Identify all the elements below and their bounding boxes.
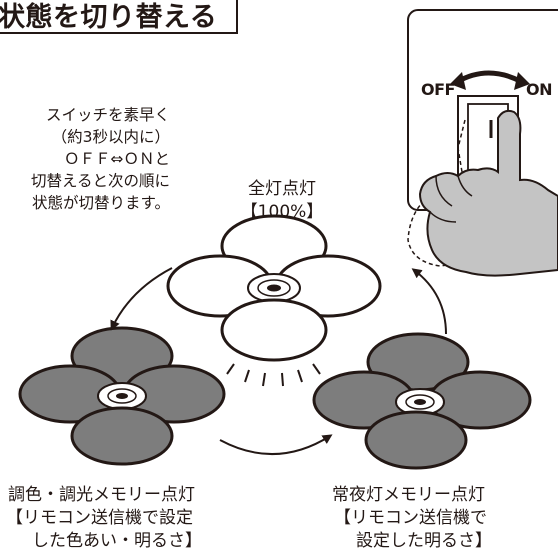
hand-motion-outline bbox=[407, 195, 558, 269]
arrow-night-to-full bbox=[411, 268, 447, 335]
state-name: 調色・調光メモリー点灯 bbox=[8, 485, 195, 505]
lamp-shade-dim bbox=[70, 406, 174, 466]
toggle-arrow-right-head bbox=[514, 72, 530, 90]
knuckle-line-1 bbox=[457, 175, 473, 197]
light-rays bbox=[226, 363, 321, 387]
label-memory-light: 調色・調光メモリー点灯 【リモコン送信機で設定 した色あい・明るさ】 bbox=[6, 484, 266, 553]
arrow-memory-to-night bbox=[219, 434, 333, 455]
fixture-night-light bbox=[312, 332, 532, 470]
switch-on-label: ON bbox=[526, 80, 553, 99]
instruction-line: ＯＦＦ⇔ＯＮと bbox=[64, 150, 170, 168]
finger-motion-outline bbox=[457, 119, 466, 173]
state-name: 常夜灯メモリー点灯 bbox=[332, 485, 485, 505]
state-detail: 【100%】 bbox=[240, 202, 324, 222]
fixture-hub-ring bbox=[107, 388, 137, 404]
instruction-line: 切替えると次の順に bbox=[30, 172, 170, 190]
state-name: 全灯点灯 bbox=[248, 179, 316, 199]
fixture-full-light bbox=[166, 214, 382, 387]
lamp-shade bbox=[220, 298, 328, 362]
state-detail: 【リモコン送信機で bbox=[334, 508, 487, 528]
toggle-arrow-left-head bbox=[450, 72, 466, 90]
fixture-hub-center bbox=[414, 399, 426, 405]
fixture-hub-ring bbox=[405, 394, 435, 410]
arrow-full-to-memory bbox=[110, 267, 173, 331]
instructions-text: スイッチを素早く （約3秒以内に） ＯＦＦ⇔ＯＮと 切替えると次の順に 状態が切… bbox=[0, 104, 170, 214]
hand-icon bbox=[418, 109, 558, 277]
lamp-shade-dim bbox=[364, 410, 468, 470]
label-night-light: 常夜灯メモリー点灯 【リモコン送信機で 設定した明るさ】 bbox=[320, 484, 550, 553]
instruction-line: （約3秒以内に） bbox=[51, 128, 170, 146]
state-detail: 【リモコン送信機で設定 bbox=[6, 508, 193, 528]
fixture-hub-ring bbox=[257, 279, 291, 297]
state-detail: 設定した明るさ】 bbox=[356, 531, 492, 551]
instruction-line: スイッチを素早く bbox=[45, 106, 170, 124]
instruction-line: 状態が切替ります。 bbox=[32, 194, 170, 212]
switch-off-label: OFF bbox=[421, 80, 455, 99]
wall-switch-illustration bbox=[407, 9, 558, 277]
heading-box: 状態を切り替える bbox=[0, 0, 238, 34]
knuckle-line-3 bbox=[429, 211, 457, 223]
heading-title: 状態を切り替える bbox=[0, 2, 218, 33]
knuckle-line-2 bbox=[435, 175, 453, 207]
fixture-memory-light bbox=[18, 326, 226, 466]
fixture-hub-center bbox=[267, 284, 281, 292]
fixture-hub-center bbox=[116, 393, 128, 399]
label-full-light: 全灯点灯 【100%】 bbox=[222, 178, 342, 224]
state-detail: した色あい・明るさ】 bbox=[32, 531, 202, 551]
